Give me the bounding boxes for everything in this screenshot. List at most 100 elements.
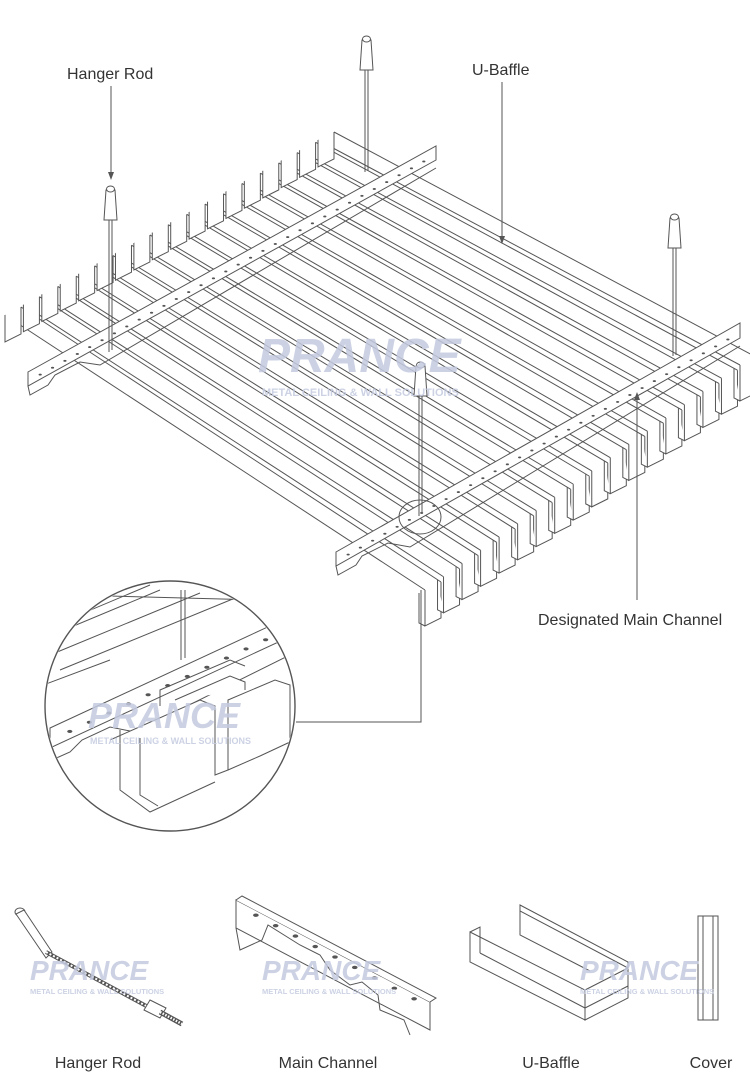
svg-text:PRANCE: PRANCE [88,695,241,736]
svg-text:PRANCE: PRANCE [262,955,382,986]
channel-slot [701,352,705,355]
u-baffle-end-back [114,245,132,282]
u-baffle-end-back [280,152,298,189]
channel-slot [224,270,228,273]
part-main-channel-illustration [235,895,437,1036]
u-baffle-end-back [207,193,225,230]
channel-slot [347,201,352,204]
channel-slot [726,338,730,341]
main-channel-designated [335,322,741,576]
u-baffle-end-back [262,162,280,199]
channel-slot [456,491,460,494]
u-baffle-array [4,131,750,627]
channel-slot [253,913,259,917]
channel-slot [391,986,398,991]
channel-slot [432,505,436,507]
channel-slot [187,291,191,294]
channel-slot [346,553,350,556]
channel-slot [223,656,230,660]
channel-slot [88,346,92,349]
svg-text:METAL CEILING & WALL SOLUTIONS: METAL CEILING & WALL SOLUTIONS [580,987,714,996]
channel-slot [371,539,375,542]
part-label-cover: Cover [690,1055,733,1072]
part-cover-illustration [697,915,719,1021]
channel-slot [358,546,362,549]
channel-slot [371,976,378,980]
main-channel-upper [27,145,437,396]
channel-slots-designated [346,338,730,556]
channel-slot [469,484,473,487]
channel-slot [263,638,269,642]
svg-text:Designated Main Channel: Designated Main Channel [538,612,722,629]
callout-designated-main-channel: Designated Main Channel [538,392,722,629]
u-baffle-end-back [22,296,40,333]
channel-slot [383,532,387,535]
callout-hanger-rod: Hanger Rod [67,66,153,180]
channel-slot [106,711,112,715]
u-baffle-end-back [225,183,243,220]
channel-slot [505,463,509,466]
channel-slot [86,720,92,724]
channel-slot [567,428,571,431]
part-label-main-channel: Main Channel [279,1055,378,1072]
channel-slot [100,339,104,342]
channel-slot [174,297,178,300]
channel-slot [112,332,117,335]
channel-slot [714,345,718,348]
u-baffle-line [207,193,646,445]
channel-slot [145,693,151,697]
channel-slot [261,249,265,252]
channel-slot [397,174,401,177]
channel-slot [310,222,315,225]
channel-slot [272,923,279,928]
channel-slot [286,236,290,239]
u-baffle-end-back [133,234,151,271]
channel-slot [579,421,583,424]
svg-text:PRANCE: PRANCE [580,955,700,986]
channel-slot [184,674,190,678]
channel-slot [125,702,132,706]
channel-slot [149,311,154,314]
channel-slot [211,277,216,280]
channel-slot [204,665,210,669]
part-hanger-rod-illustration [14,907,184,1027]
channel-slot [63,359,67,362]
channel-slot [351,965,358,970]
channel-slot [385,181,389,184]
channel-slot [372,187,376,190]
hanger-rods-assembly [103,35,682,516]
channel-slot [628,394,632,396]
channel-slot [162,304,166,307]
u-baffle-end-back [151,224,169,261]
channel-slot [75,352,79,355]
watermark-main: PRANCE METAL CEILING & WALL SOLUTIONS [258,330,463,399]
channel-slot [493,470,497,473]
u-baffle-end-back [188,204,206,240]
channel-slot [360,194,364,197]
channel-slot [481,477,485,480]
channel-slot [125,325,129,328]
channel-slot [652,380,656,383]
svg-text:METAL CEILING & WALL SOLUTIONS: METAL CEILING & WALL SOLUTIONS [90,736,251,746]
channel-slot [137,318,141,321]
channel-slot [554,435,558,438]
channel-slot [199,284,203,287]
svg-text:METAL CEILING & WALL SOLUTIONS: METAL CEILING & WALL SOLUTIONS [30,987,164,996]
channel-slot [616,400,620,403]
channel-slot [312,944,319,949]
part-label-u-baffle: U-Baffle [522,1055,580,1072]
channel-slot [323,215,327,218]
part-u-baffle-illustration [469,904,629,1021]
channel-slot [422,160,426,163]
channel-slot [273,242,277,245]
u-baffle-end-back [4,307,22,343]
u-baffle-end-back [41,286,59,323]
svg-text:METAL CEILING & WALL SOLUTIONS: METAL CEILING & WALL SOLUTIONS [262,987,396,996]
u-baffle-end-back [317,132,335,168]
channel-slots-upper [38,160,426,376]
detail-callout [296,499,442,723]
channel-slot [282,629,288,633]
channel-slot [335,208,339,211]
channel-slot [518,456,522,459]
detail-magnifier: PRANCE METAL CEILING & WALL SOLUTIONS [44,580,296,832]
